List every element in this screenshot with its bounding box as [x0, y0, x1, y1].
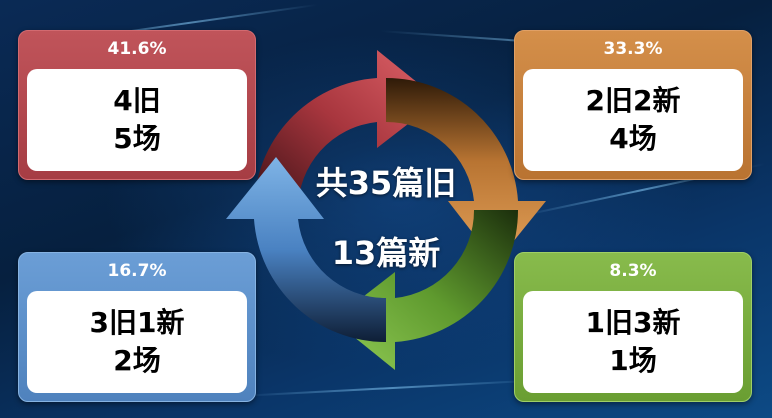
card-top-left: 41.6% 4旧 5场 — [18, 30, 256, 180]
center-total-new: 13篇新 — [331, 234, 441, 272]
card-top-right: 33.3% 2旧2新 4场 — [514, 30, 752, 180]
card-line-2: 4场 — [609, 122, 657, 155]
center-total-old: 共35篇旧 — [315, 164, 457, 202]
card-bottom-left: 16.7% 3旧1新 2场 — [18, 252, 256, 402]
light-streak — [239, 379, 540, 397]
card-percent: 8.3% — [609, 261, 657, 281]
card-percent: 41.6% — [107, 39, 167, 59]
card-percent: 33.3% — [603, 39, 663, 59]
card-line-1: 2旧2新 — [585, 84, 681, 117]
card-percent: 16.7% — [107, 261, 167, 281]
card-line-2: 2场 — [113, 344, 161, 377]
cycle-arrows — [226, 50, 546, 370]
card-line-1: 4旧 — [113, 84, 161, 117]
card-line-2: 1场 — [609, 344, 657, 377]
card-line-1: 3旧1新 — [89, 306, 185, 339]
card-body: 1旧3新 1场 — [523, 291, 743, 393]
card-line-2: 5场 — [113, 122, 161, 155]
card-body: 3旧1新 2场 — [27, 291, 247, 393]
card-bottom-right: 8.3% 1旧3新 1场 — [514, 252, 752, 402]
card-body: 4旧 5场 — [27, 69, 247, 171]
card-line-1: 1旧3新 — [585, 306, 681, 339]
arrow-blue — [226, 157, 386, 343]
card-body: 2旧2新 4场 — [523, 69, 743, 171]
